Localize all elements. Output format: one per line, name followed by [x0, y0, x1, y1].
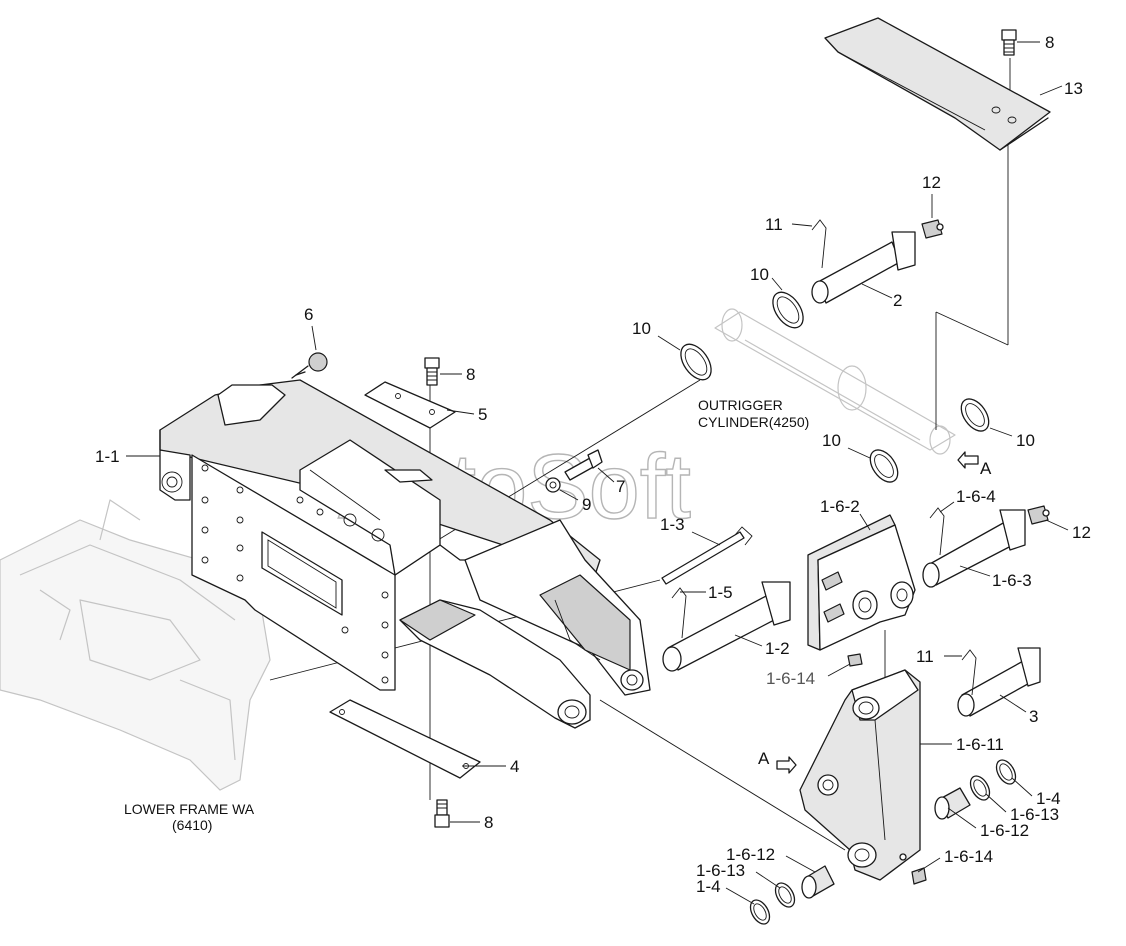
o-ring-10-d	[960, 398, 990, 432]
top-cover-13	[824, 17, 1051, 151]
ring-1-4-left	[749, 899, 771, 925]
callout-1-6-13-left: 1-6-13	[696, 861, 745, 880]
bumper-6	[291, 352, 328, 379]
bolt-8-mid	[424, 357, 440, 386]
callout-1-4-left: 1-4	[696, 877, 721, 896]
callout-1-6-14-top: 1-6-14	[766, 669, 815, 688]
o-ring-10-b	[680, 343, 712, 381]
outrigger-caption-line1: OUTRIGGER	[698, 397, 783, 413]
callout-1-5: 1-5	[708, 583, 733, 602]
grease-nipple-1-6-14-top	[847, 653, 863, 667]
grease-nipple-12-top	[921, 219, 944, 239]
clip-11-top	[811, 219, 827, 269]
callout-5: 5	[478, 405, 487, 424]
o-ring-10-c	[869, 449, 899, 483]
callout-8-top: 8	[1045, 33, 1054, 52]
cover-plate-5	[364, 381, 456, 429]
callout-1-3: 1-3	[660, 515, 685, 534]
link-1-6-11	[799, 669, 921, 881]
view-arrow-upper	[957, 451, 979, 469]
callout-8-mid: 8	[466, 365, 475, 384]
pin-3	[957, 647, 1041, 717]
outrigger-box-1-1	[159, 379, 651, 729]
pin-1-6-3	[922, 509, 1026, 588]
outrigger-caption-line2: CYLINDER(4250)	[698, 414, 809, 430]
callout-9: 9	[582, 495, 591, 514]
clip-1-6-4	[929, 507, 945, 556]
callout-1-6-12-right: 1-6-12	[980, 821, 1029, 840]
lower-frame-caption-line2: (6410)	[172, 817, 212, 833]
callout-1-6-14-low: 1-6-14	[944, 847, 993, 866]
spacer-1-6-13-right	[969, 775, 991, 801]
callout-10-a: 10	[750, 265, 769, 284]
callout-leaders	[126, 41, 1069, 905]
callout-11-low: 11	[916, 647, 934, 666]
grease-nipple-1-6-14-low	[899, 853, 927, 885]
callout-8-bottom: 8	[484, 813, 493, 832]
callout-3: 3	[1029, 707, 1038, 726]
callout-11-top: 11	[765, 215, 783, 234]
pin-2	[811, 231, 916, 304]
callout-1-6-12-left: 1-6-12	[726, 845, 775, 864]
view-marker-lower: A	[758, 749, 770, 768]
grease-nipple-12-right	[1027, 505, 1050, 525]
callout-6: 6	[304, 305, 313, 324]
lower-frame-ghost	[0, 499, 271, 791]
callout-1-6-3: 1-6-3	[992, 571, 1032, 590]
callout-labels: 8 13 12 11 10 2 6 8 10 5 1-1 7 9 10 10 1…	[95, 33, 1091, 896]
callout-10-b: 10	[632, 319, 651, 338]
pin-1-3	[661, 526, 753, 585]
callout-10-c: 10	[822, 431, 841, 450]
ring-1-4-right	[995, 759, 1017, 785]
outrigger-cylinder-ghost	[714, 308, 956, 455]
bottom-plate-4	[329, 699, 481, 779]
callout-10-d: 10	[1016, 431, 1035, 450]
callout-1-6-13-right: 1-6-13	[1010, 805, 1059, 824]
pin-1-2	[662, 581, 791, 672]
lower-frame-caption-line1: LOWER FRAME WA	[124, 801, 255, 817]
clip-11-low	[961, 649, 977, 696]
spacer-1-6-13-left	[774, 882, 796, 908]
bracket-1-6-2	[807, 514, 916, 651]
callout-2: 2	[893, 291, 902, 310]
callout-13: 13	[1064, 79, 1083, 98]
bushing-1-6-12-left	[801, 865, 835, 899]
washer-9	[545, 477, 561, 493]
callout-1-2: 1-2	[765, 639, 790, 658]
callout-1-6-11: 1-6-11	[956, 735, 1004, 754]
callout-1-1: 1-1	[95, 447, 120, 466]
bushing-1-6-12-right	[934, 787, 971, 820]
view-arrow-lower	[776, 756, 797, 774]
callout-7: 7	[616, 477, 625, 496]
callout-12-top: 12	[922, 173, 941, 192]
callout-1-6-4: 1-6-4	[956, 487, 996, 506]
bolt-8-bottom	[434, 799, 450, 828]
clip-1-5	[671, 587, 687, 639]
callout-12-right: 12	[1072, 523, 1091, 542]
o-ring-10-a	[772, 291, 804, 329]
view-marker-upper: A	[980, 459, 992, 478]
callout-1-4-right: 1-4	[1036, 789, 1061, 808]
bolt-7	[564, 449, 603, 481]
callout-1-6-2: 1-6-2	[820, 497, 860, 516]
bolt-8-top	[1001, 29, 1017, 56]
callout-4: 4	[510, 757, 519, 776]
